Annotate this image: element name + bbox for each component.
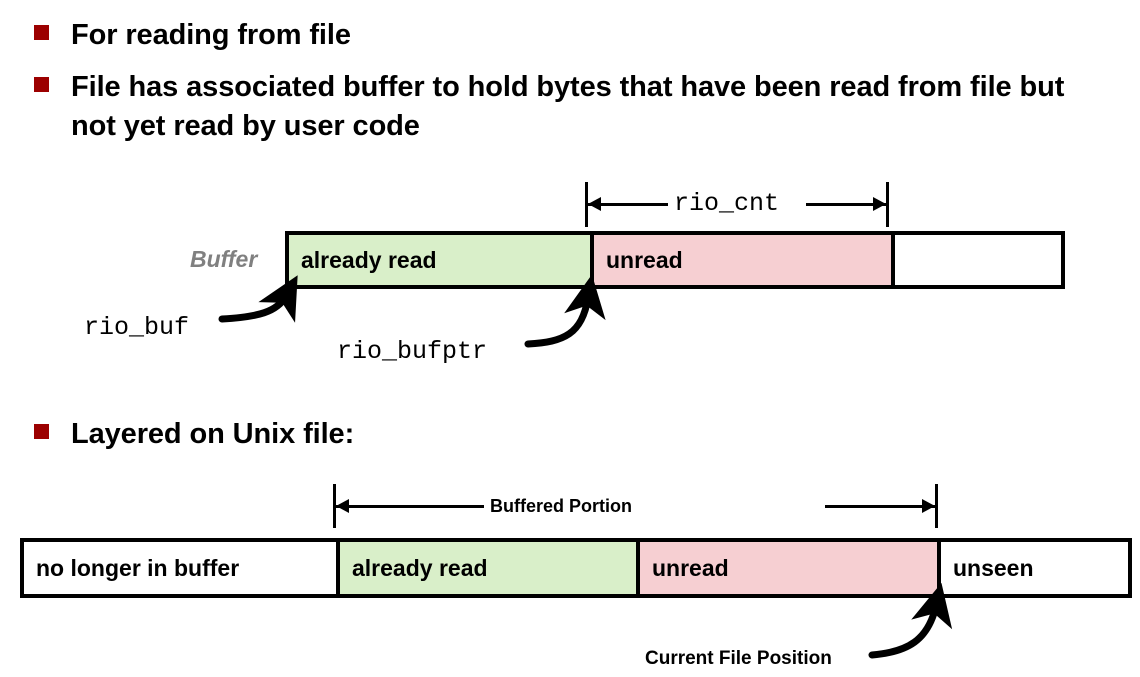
file-bar: no longer in buffer already read unread …: [20, 538, 1132, 598]
current-file-position-arrow: [868, 582, 953, 659]
bullet-marker-icon: [34, 424, 49, 439]
file-segment-label: already read: [352, 554, 488, 581]
bullet-label: File has associated buffer to hold bytes…: [71, 71, 1065, 143]
rio-buf-arrow: [218, 275, 298, 323]
buffered-portion-right-tick: [935, 484, 938, 528]
buffer-bar: already read unread: [285, 231, 1065, 289]
file-segment-unread: unread: [636, 542, 937, 594]
buffered-portion-arrowhead-left: [336, 499, 349, 513]
file-segment-unseen: unseen: [937, 542, 1128, 594]
file-segment-label: unseen: [953, 554, 1034, 581]
bullet-marker-icon: [34, 77, 49, 92]
current-file-position-label: Current File Position: [645, 648, 832, 669]
rio-cnt-line-right: [806, 203, 886, 206]
buffer-segment-free-space: [891, 235, 1061, 285]
file-segment-no-longer-in-buffer: no longer in buffer: [24, 542, 336, 594]
buffer-segment-already-read: already read: [289, 235, 590, 285]
rio-cnt-line-left: [588, 203, 670, 206]
file-segment-already-read: already read: [336, 542, 636, 594]
file-segment-label: no longer in buffer: [36, 554, 240, 581]
buffered-portion-arrowhead-right: [922, 499, 935, 513]
rio-cnt-label: rio_cnt: [668, 189, 786, 218]
bullet-label: For reading from file: [71, 19, 351, 51]
bullet-for-reading-from-file: For reading from file: [34, 16, 351, 55]
rio-bufptr-arrow: [524, 274, 606, 348]
buffer-segment-unread: unread: [590, 235, 891, 285]
bullet-layered-on-unix-file: Layered on Unix file:: [34, 415, 354, 454]
rio-buf-label: rio_buf: [84, 313, 190, 342]
buffered-portion-left-tick: [333, 484, 336, 528]
file-segment-label: unread: [652, 554, 729, 581]
rio-cnt-arrowhead-right: [873, 197, 886, 211]
bullet-file-has-associated-buffer: File has associated buffer to hold bytes…: [34, 68, 1094, 147]
buffered-portion-label: Buffered Portion: [484, 496, 638, 517]
rio-cnt-arrowhead-left: [588, 197, 601, 211]
buffer-side-label: Buffer: [190, 246, 258, 272]
bullet-marker-icon: [34, 25, 49, 40]
bullet-label: Layered on Unix file:: [71, 418, 355, 450]
buffered-portion-line-right: [825, 505, 935, 508]
buffer-segment-label: unread: [606, 246, 683, 273]
rio-bufptr-label: rio_bufptr: [337, 337, 488, 366]
buffered-portion-line-left: [336, 505, 484, 508]
buffer-segment-label: already read: [301, 246, 437, 273]
rio-cnt-left-tick: [585, 182, 588, 227]
rio-cnt-right-tick: [886, 182, 889, 227]
